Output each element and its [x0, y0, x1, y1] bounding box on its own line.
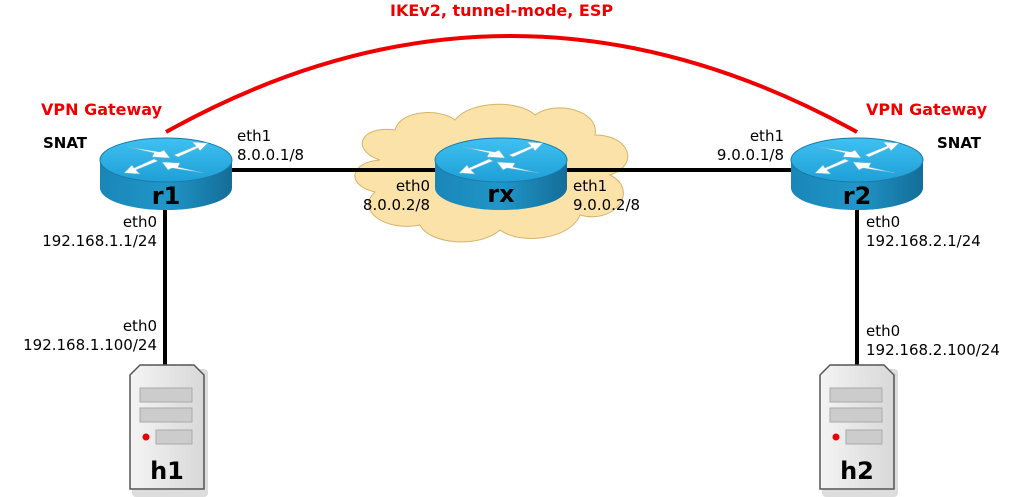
- host-h1-name: h1: [150, 457, 184, 485]
- interface-name: eth0: [866, 213, 901, 231]
- interface-ip: 192.168.1.100/24: [23, 336, 157, 354]
- interface-ip: 192.168.2.1/24: [866, 232, 981, 250]
- interface-ip: 192.168.2.100/24: [866, 341, 1000, 359]
- h1-eth0-label: eth0 192.168.1.100/24: [0, 317, 157, 355]
- host-h1[interactable]: h1: [129, 364, 208, 497]
- router-rx[interactable]: rx: [434, 137, 568, 210]
- tunnel-label: IKEv2, tunnel-mode, ESP: [390, 1, 614, 20]
- power-led-icon: [142, 433, 150, 441]
- r1-eth0-label: eth0 192.168.1.1/24: [0, 213, 157, 251]
- interface-ip: 9.0.0.1/8: [716, 146, 784, 164]
- interface-name: eth1: [749, 127, 784, 145]
- interface-name: eth0: [122, 213, 157, 231]
- r1-eth1-label: eth1 8.0.0.1/8: [237, 127, 304, 165]
- r1-nat-label: SNAT: [43, 134, 88, 152]
- interface-name: eth1: [237, 127, 272, 145]
- router-r2[interactable]: r2: [790, 137, 924, 210]
- interface-ip: 192.168.1.1/24: [42, 232, 157, 250]
- power-led-icon: [832, 433, 840, 441]
- r2-nat-label: SNAT: [937, 134, 982, 152]
- r2-eth1-label: eth1 9.0.0.1/8: [684, 127, 784, 165]
- interface-name: eth0: [866, 322, 901, 340]
- rx-eth0-label: eth0 8.0.0.2/8: [330, 177, 430, 215]
- interface-name: eth0: [395, 177, 430, 195]
- interface-ip: 8.0.0.2/8: [362, 196, 430, 214]
- router-r1[interactable]: r1: [99, 137, 233, 210]
- router-rx-name: rx: [487, 180, 515, 208]
- interface-ip: 8.0.0.1/8: [237, 146, 305, 164]
- r2-role-label: VPN Gateway: [866, 100, 988, 119]
- r2-eth0-label: eth0 192.168.2.1/24: [866, 213, 981, 251]
- interface-ip: 9.0.0.2/8: [573, 196, 641, 214]
- h2-eth0-label: eth0 192.168.2.100/24: [866, 322, 1000, 360]
- router-r2-name: r2: [843, 182, 872, 210]
- interface-name: eth1: [573, 177, 608, 195]
- host-h2[interactable]: h2: [819, 364, 898, 497]
- interface-name: eth0: [122, 317, 157, 335]
- router-r1-name: r1: [152, 182, 181, 210]
- host-h2-name: h2: [840, 457, 874, 485]
- vpn-tunnel-arc: [165, 34, 858, 134]
- rx-eth1-label: eth1 9.0.0.2/8: [573, 177, 640, 215]
- r1-role-label: VPN Gateway: [41, 100, 163, 119]
